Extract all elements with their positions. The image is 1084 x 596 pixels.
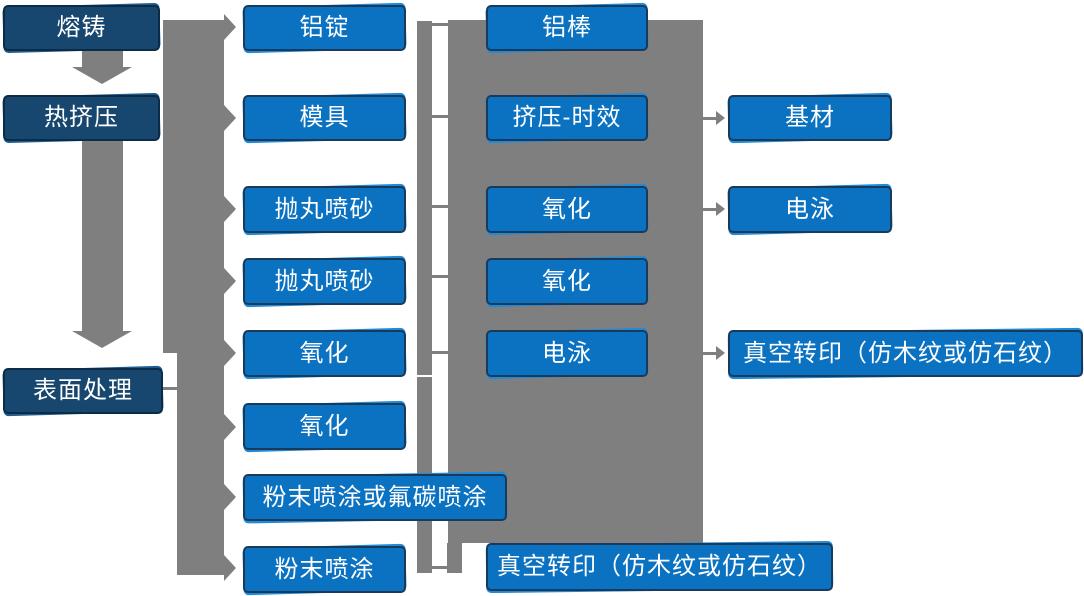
gray-connector-bar-cast-to-extrusion-stem xyxy=(82,50,123,69)
flow-node-label-shot-blasting-1: 抛丸喷砂 xyxy=(274,195,375,223)
gray-connector-line-rail-link-row4 xyxy=(432,275,448,278)
flow-node-oxidation-4: 氧化 xyxy=(485,255,649,308)
flow-node-label-aluminum-rod: 铝棒 xyxy=(542,14,592,41)
flow-node-mold: 模具 xyxy=(242,92,407,144)
arrow-stem-to-base-material xyxy=(703,117,716,120)
right-arrowhead-icon-to-aluminum-ingot xyxy=(224,14,236,40)
flow-node-label-oxidation-1: 氧化 xyxy=(299,339,350,367)
right-arrowhead-icon-to-oxidation-1 xyxy=(224,340,236,366)
flow-node-oxidation-1: 氧化 xyxy=(242,327,407,380)
flow-node-face-base-material: 基材 xyxy=(728,95,892,141)
flow-node-face-vacuum-transfer-bottom: 真空转印（仿木纹或仿石纹） xyxy=(486,543,833,591)
right-arrowhead-icon-to-powder-coating xyxy=(224,555,236,581)
flow-node-surface-treatment: 表面处理 xyxy=(2,365,164,417)
down-arrowhead-icon-to-hot-extrusion xyxy=(72,67,132,84)
flow-node-face-melting-casting: 熔铸 xyxy=(3,5,160,51)
arrow-stem-to-vacuum-transfer-right xyxy=(703,352,716,355)
gray-connector-bar-trunk-upper xyxy=(163,20,224,353)
flow-node-label-oxidation-3: 氧化 xyxy=(542,195,592,223)
flow-node-face-hot-extrusion: 热挤压 xyxy=(3,95,160,141)
flow-node-label-extrusion-aging: 挤压-时效 xyxy=(512,104,622,131)
flow-node-powder-coating: 粉末喷涂 xyxy=(242,543,407,596)
down-arrowhead-icon-to-surface-treatment xyxy=(72,331,132,348)
flow-node-label-powder-coating: 粉末喷涂 xyxy=(274,555,375,583)
gray-connector-line-rail-link-bottom xyxy=(432,566,447,569)
gray-connector-line-surface-to-trunk-link xyxy=(163,387,178,390)
flow-node-face-oxidation-3: 氧化 xyxy=(486,186,648,233)
flow-node-label-vacuum-transfer-bottom: 真空转印（仿木纹或仿石纹） xyxy=(497,553,822,580)
flow-node-label-mold: 模具 xyxy=(299,104,350,131)
flow-node-label-melting-casting: 熔铸 xyxy=(56,14,107,41)
flow-node-face-extrusion-aging: 挤压-时效 xyxy=(486,95,648,141)
flow-node-label-base-material: 基材 xyxy=(785,104,835,131)
flow-node-face-shot-blasting-1: 抛丸喷砂 xyxy=(243,186,406,233)
flow-node-face-mold: 模具 xyxy=(243,95,406,141)
flow-node-base-material: 基材 xyxy=(727,92,893,144)
gray-connector-line-rail-link-row5 xyxy=(432,351,448,354)
flow-node-face-electrophoresis-1: 电泳 xyxy=(486,330,648,377)
flow-node-face-aluminum-ingot: 铝锭 xyxy=(243,5,406,51)
gray-connector-bar-mid-rail-upper xyxy=(417,21,432,375)
flow-node-face-oxidation-2: 氧化 xyxy=(243,403,406,450)
flow-node-face-shot-blasting-2: 抛丸喷砂 xyxy=(243,258,406,305)
flow-node-label-aluminum-ingot: 铝锭 xyxy=(299,14,350,41)
flow-node-face-surface-treatment: 表面处理 xyxy=(3,368,163,414)
arrow-stem-to-electrophoresis-right xyxy=(703,208,716,211)
flow-node-electrophoresis-1: 电泳 xyxy=(485,327,649,380)
flow-node-shot-blasting-1: 抛丸喷砂 xyxy=(242,183,407,236)
flow-node-label-hot-extrusion: 热挤压 xyxy=(44,104,119,131)
flow-node-label-electrophoresis-1: 电泳 xyxy=(542,339,592,367)
flow-node-face-oxidation-4: 氧化 xyxy=(486,258,648,305)
arrow-head-icon-to-electrophoresis-right xyxy=(716,202,725,216)
gray-connector-bar-column3-panel-foot xyxy=(447,543,462,573)
flow-node-label-oxidation-4: 氧化 xyxy=(542,267,592,295)
flow-node-face-vacuum-transfer-right: 真空转印（仿木纹或仿石纹） xyxy=(728,330,1083,377)
flow-node-vacuum-transfer-right: 真空转印（仿木纹或仿石纹） xyxy=(727,327,1084,380)
gray-connector-line-rail-link-row3 xyxy=(432,205,448,208)
flow-node-face-electrophoresis-2: 电泳 xyxy=(728,186,892,233)
arrow-head-icon-to-vacuum-transfer-right xyxy=(716,346,725,360)
flow-node-label-oxidation-2: 氧化 xyxy=(299,412,350,440)
flow-node-oxidation-3: 氧化 xyxy=(485,183,649,236)
flow-node-vacuum-transfer-bottom: 真空转印（仿木纹或仿石纹） xyxy=(485,540,834,594)
flow-node-hot-extrusion: 热挤压 xyxy=(2,92,161,144)
flow-node-oxidation-2: 氧化 xyxy=(242,400,407,453)
right-arrowhead-icon-to-powder-or-fluorocarbon xyxy=(224,484,236,510)
flow-node-face-powder-coating: 粉末喷涂 xyxy=(243,546,406,593)
right-arrowhead-icon-to-oxidation-2 xyxy=(224,414,236,440)
flow-node-label-vacuum-transfer-right: 真空转印（仿木纹或仿石纹） xyxy=(743,339,1068,367)
flow-node-melting-casting: 熔铸 xyxy=(2,2,161,54)
gray-connector-line-rail-link-row1 xyxy=(432,23,448,26)
right-arrowhead-icon-to-mold xyxy=(224,105,236,131)
flow-node-aluminum-ingot: 铝锭 xyxy=(242,2,407,54)
flow-node-label-shot-blasting-2: 抛丸喷砂 xyxy=(274,267,375,295)
flow-node-face-oxidation-1: 氧化 xyxy=(243,330,406,377)
flow-node-face-powder-or-fluorocarbon-coating: 粉末喷涂或氟碳喷涂 xyxy=(243,474,507,521)
flow-node-aluminum-rod: 铝棒 xyxy=(485,2,649,54)
flow-node-powder-or-fluorocarbon-coating: 粉末喷涂或氟碳喷涂 xyxy=(242,471,508,524)
flow-node-label-surface-treatment: 表面处理 xyxy=(33,377,133,404)
arrow-head-icon-to-base-material xyxy=(716,111,725,125)
flow-node-shot-blasting-2: 抛丸喷砂 xyxy=(242,255,407,308)
gray-connector-bar-extrusion-to-surface-stem xyxy=(82,141,123,333)
gray-connector-bar-trunk-lower xyxy=(177,353,224,575)
flow-node-label-powder-or-fluorocarbon-coating: 粉末喷涂或氟碳喷涂 xyxy=(262,483,488,511)
flow-node-label-electrophoresis-2: 电泳 xyxy=(785,195,835,223)
flow-node-face-aluminum-rod: 铝棒 xyxy=(486,5,648,51)
right-arrowhead-icon-to-shot-blasting-2 xyxy=(224,268,236,294)
right-arrowhead-icon-to-shot-blasting-1 xyxy=(224,196,236,222)
gray-connector-line-rail-link-row2 xyxy=(432,115,448,118)
flow-node-electrophoresis-2: 电泳 xyxy=(727,183,893,236)
flow-node-extrusion-aging: 挤压-时效 xyxy=(485,92,649,144)
